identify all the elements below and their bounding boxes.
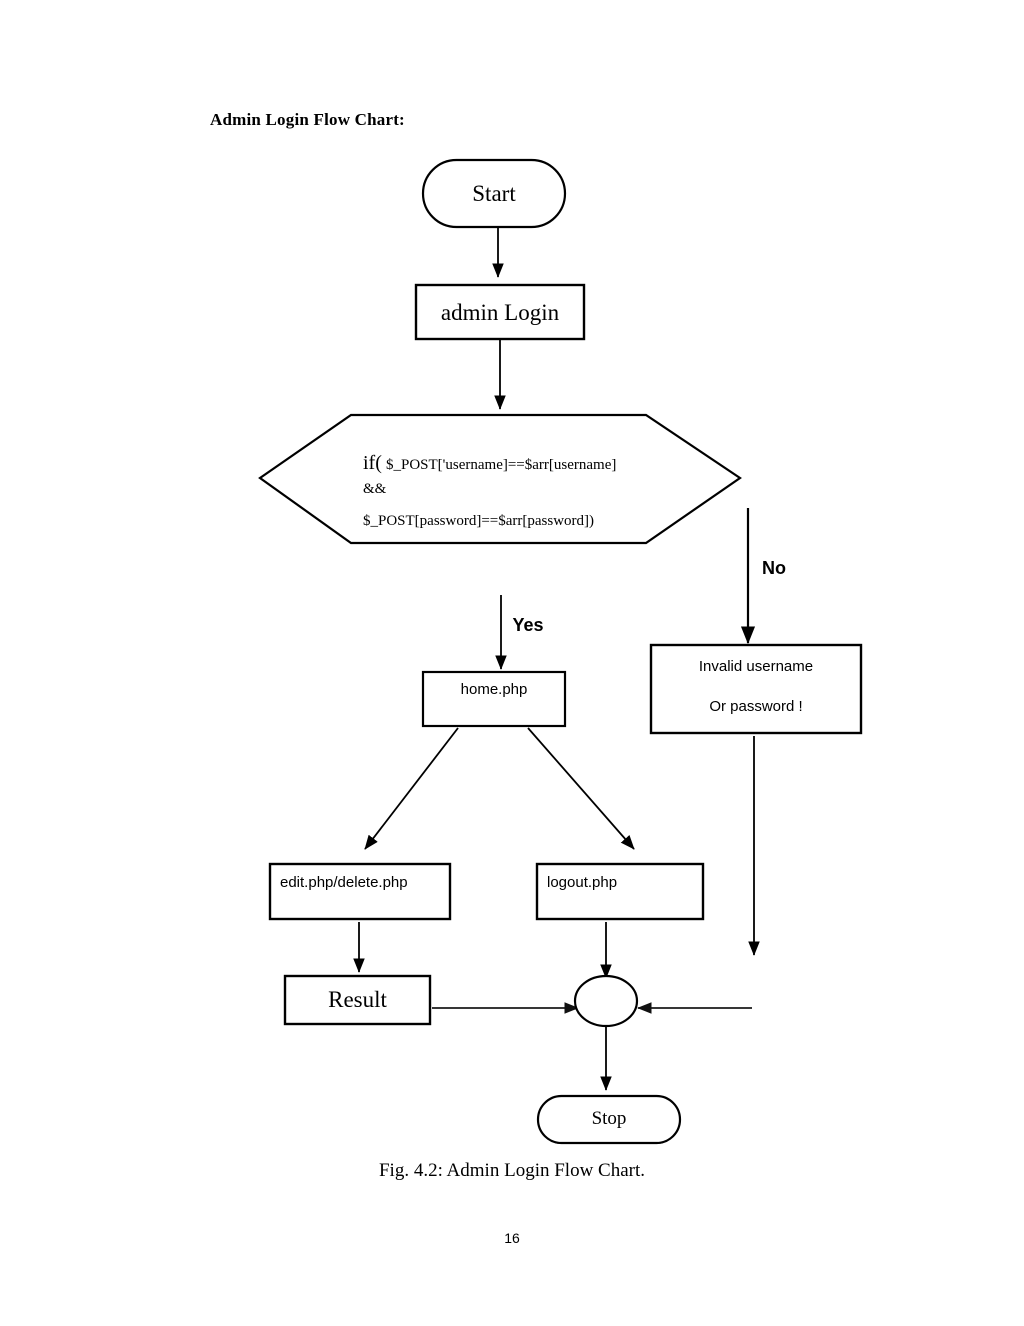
node-result-shape: [283, 974, 432, 1026]
node-merge-connector-shape: [573, 974, 639, 1028]
node-logout-shape: [535, 862, 705, 921]
node-home-php-shape: [421, 670, 567, 728]
node-condition-label-line3: $_POST[password]==$arr[password]): [363, 513, 595, 529]
node-condition-label-line2: &&: [363, 481, 387, 497]
edge-home-to-editdelete: [364, 727, 459, 850]
node-condition-label-line1: $_POST['username]==$arr[username]: [386, 457, 617, 473]
edge-home-to-logout: [527, 727, 635, 850]
page-number: 16: [504, 1230, 520, 1246]
node-start-shape: [421, 158, 567, 229]
node-edit-delete-shape: [268, 862, 452, 921]
page-title: Admin Login Flow Chart:: [210, 110, 405, 129]
node-stop-shape: [536, 1094, 682, 1145]
node-admin-login-shape: [414, 283, 586, 341]
node-invalid-shape: [649, 643, 863, 735]
figure-caption: Fig. 4.2: Admin Login Flow Chart.: [378, 1160, 646, 1181]
node-condition-label-prefix: if(: [363, 452, 382, 474]
node-condition-shape: [258, 413, 742, 545]
